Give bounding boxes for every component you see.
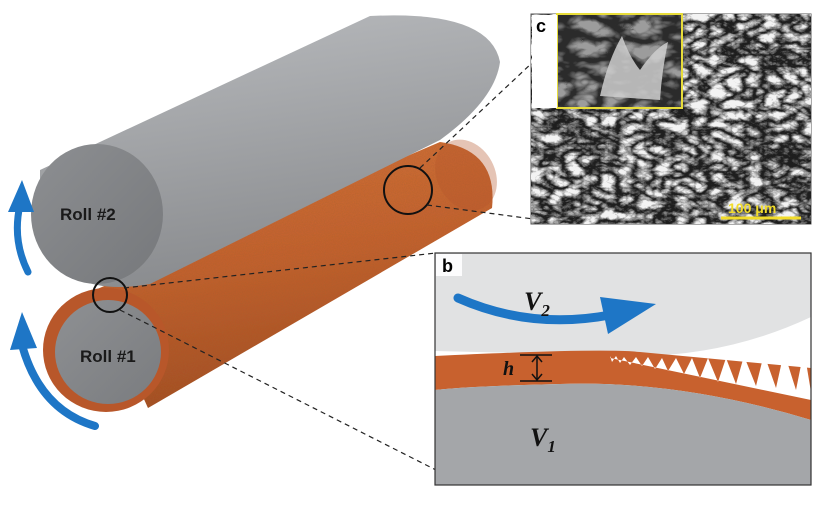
scale-bar-label: 100 μm <box>728 200 776 216</box>
zoom-circle-surface <box>383 165 433 215</box>
roll-2-end <box>31 144 163 284</box>
panel-b-label: b <box>442 256 453 276</box>
roll-2-label: Roll #2 <box>60 205 116 224</box>
arrow-head-icon <box>10 312 37 350</box>
roll-1-label: Roll #1 <box>80 347 136 366</box>
velocity-v1-label: V1 <box>530 423 556 456</box>
rotation-arrow-roll-2 <box>8 180 34 276</box>
rotation-arrow-roll-1 <box>10 312 99 430</box>
arrow-head-icon <box>600 297 656 334</box>
panel-b: h V2 V1 b <box>434 252 812 486</box>
roll-1-far-end <box>435 139 497 211</box>
panel-b-teeth <box>610 350 811 400</box>
roll-1-end-core <box>55 300 161 404</box>
panel-c: c 100 μm <box>530 13 812 225</box>
thickness-label: h <box>503 358 514 380</box>
thickness-marker <box>520 354 552 382</box>
sem-inset-flake <box>600 36 668 100</box>
zoom-circle-nip <box>92 277 128 313</box>
arrow-head-icon <box>8 180 34 212</box>
velocity-v2-label: V2 <box>524 287 550 320</box>
panel-c-label: c <box>536 16 546 36</box>
roll-2: Roll #2 <box>31 15 500 287</box>
panel-b-bottom-roll <box>435 383 811 485</box>
panel-b-film <box>435 350 811 420</box>
velocity-arrow-v2 <box>453 293 656 334</box>
